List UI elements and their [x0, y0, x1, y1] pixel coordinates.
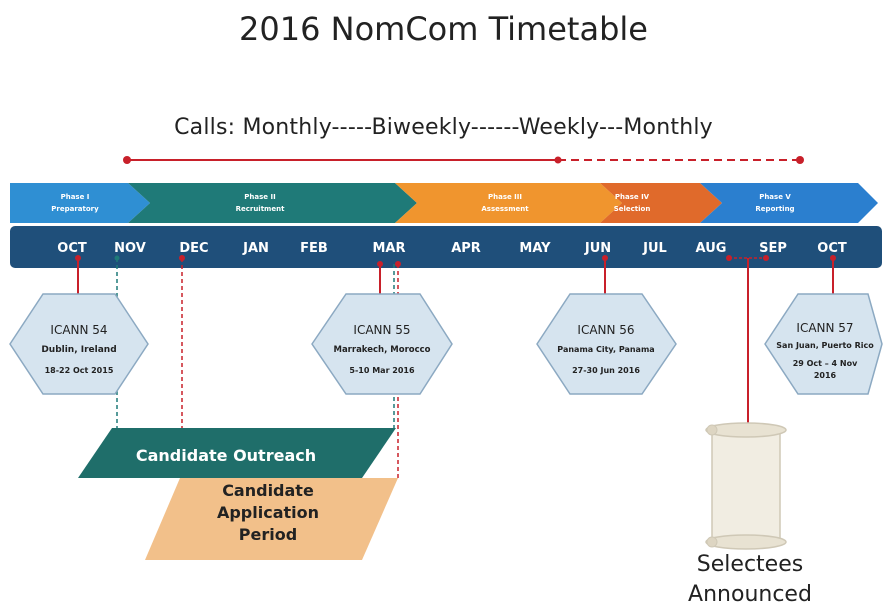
meeting-connectors	[77, 258, 834, 428]
meeting-name: ICANN 57	[796, 321, 853, 335]
calls-bar	[123, 156, 804, 164]
application-line-2: Application	[217, 503, 319, 522]
phase-1-name: Preparatory	[51, 205, 99, 213]
application-line-3: Period	[239, 525, 297, 544]
month-label: JUN	[584, 241, 611, 256]
selectees-announced-label: Selectees Announced	[650, 550, 850, 610]
phase-5-arrow	[700, 183, 878, 223]
month-label: OCT	[817, 241, 847, 256]
selectees-line-2: Announced	[688, 582, 812, 607]
phase-3-arrow	[395, 183, 622, 223]
page-title: 2016 NomCom Timetable	[239, 10, 648, 48]
meeting-location: San Juan, Puerto Rico	[776, 341, 874, 350]
phase-3-name: Assessment	[481, 205, 529, 213]
meeting-dates: 18-22 Oct 2015	[45, 366, 114, 375]
meeting-name: ICANN 54	[50, 323, 107, 337]
phase-4-title: Phase IV	[615, 193, 650, 201]
month-label: AUG	[696, 241, 727, 256]
month-label: NOV	[114, 241, 146, 256]
phase-5-title: Phase V	[759, 193, 791, 201]
meeting-icann-55: ICANN 55 Marrakech, Morocco 5-10 Mar 201…	[311, 293, 453, 395]
phase-1-arrow	[10, 183, 150, 223]
phase-2-name: Recruitment	[236, 205, 285, 213]
meeting-icann-56: ICANN 56 Panama City, Panama 27-30 Jun 2…	[536, 293, 677, 395]
month-label: OCT	[57, 241, 87, 256]
phase-2-title: Phase II	[244, 193, 275, 201]
selectees-line-1: Selectees	[696, 552, 804, 577]
month-label: MAY	[519, 241, 551, 256]
month-label: FEB	[300, 241, 328, 256]
meeting-dates-year: 2016	[814, 371, 837, 380]
month-label: JUL	[642, 241, 667, 256]
phase-2-arrow	[128, 183, 417, 223]
candidate-outreach-bar: Candidate Outreach	[78, 428, 396, 478]
scroll-icon	[705, 422, 787, 550]
month-label: MAR	[372, 241, 405, 256]
month-label: APR	[451, 241, 481, 256]
month-label: JAN	[242, 241, 269, 256]
meeting-location: Panama City, Panama	[557, 345, 654, 354]
phase-1-title: Phase I	[61, 193, 90, 201]
application-line-1: Candidate	[222, 481, 314, 500]
phase-arrows: Phase I Preparatory Phase II Recruitment…	[10, 183, 878, 223]
candidate-outreach-label: Candidate Outreach	[136, 446, 316, 465]
calls-frequency-label: Calls: Monthly-----Biweekly------Weekly-…	[174, 115, 713, 140]
month-labels: OCT NOV DEC JAN FEB MAR APR MAY JUN JUL …	[57, 241, 847, 256]
meeting-name: ICANN 56	[577, 323, 634, 337]
meeting-dates: 29 Oct – 4 Nov	[793, 359, 858, 368]
month-band	[10, 226, 882, 268]
phase-4-arrow	[600, 183, 722, 223]
month-label: DEC	[179, 241, 208, 256]
meeting-icann-54: ICANN 54 Dublin, Ireland 18-22 Oct 2015	[9, 293, 149, 395]
phase-5-name: Reporting	[755, 205, 794, 213]
phase-4-name: Selection	[614, 205, 651, 213]
meeting-location: Marrakech, Morocco	[333, 345, 430, 355]
meeting-name: ICANN 55	[353, 323, 410, 337]
candidate-application-bar: Candidate Application Period	[145, 478, 398, 560]
meeting-location: Dublin, Ireland	[41, 345, 116, 355]
month-label: SEP	[759, 241, 787, 256]
meeting-icann-57: ICANN 57 San Juan, Puerto Rico 29 Oct – …	[764, 293, 883, 395]
meeting-dates: 5-10 Mar 2016	[349, 366, 415, 375]
phase-3-title: Phase III	[488, 193, 522, 201]
meeting-dates: 27-30 Jun 2016	[572, 366, 640, 375]
